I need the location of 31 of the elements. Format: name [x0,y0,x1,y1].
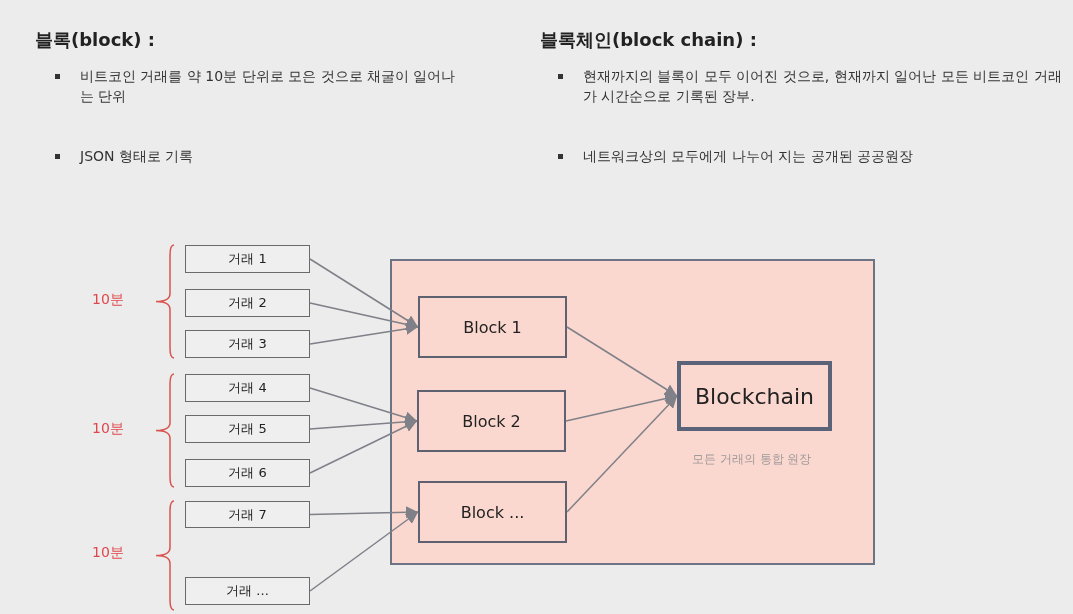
bullet-text: 네트워크상의 모두에게 나누어 지는 공개된 공공원장 [583,147,915,166]
arrow [309,511,419,592]
blockchain-box: Blockchain [677,361,832,431]
duration-label: 10분 [92,291,124,309]
caption-text: 모든 거래의 통합 원장 [692,451,812,468]
duration-label: 10분 [92,544,124,562]
arrow [309,506,419,519]
transaction-box: 거래 7 [185,501,310,528]
arrow [309,258,419,328]
bullet-text: JSON 형태로 기록 [80,147,195,166]
heading: 블록(block) : [35,28,155,52]
transaction-box: 거래 3 [185,330,310,358]
bullet-text: 비트코인 거래를 약 10분 단위로 모은 것으로 채굴이 일어나는 단위 [80,67,457,106]
arrow [565,392,678,422]
transaction-box: 거래 4 [185,374,310,402]
heading: 블록체인(block chain) : [540,28,757,52]
transaction-box: 거래 2 [185,289,310,317]
arrow [309,420,418,474]
block-box: Block ... [418,481,567,543]
transaction-box: 거래 5 [185,415,310,443]
block-box: Block 2 [417,390,566,452]
block-box: Block 1 [418,296,567,358]
arrow [566,326,678,397]
transaction-box: 거래 1 [185,245,310,273]
transaction-box: 거래 ... [185,577,310,605]
transaction-box: 거래 6 [185,459,310,487]
bullet-text: 현재까지의 블록이 모두 이어진 것으로, 현재까지 일어난 모든 비트코인 거래가 시간순으로 기록된 장부. [583,67,1063,106]
arrow [566,395,678,513]
duration-label: 10분 [92,420,124,438]
blockchain-panel [390,259,875,565]
arrow [309,322,419,345]
